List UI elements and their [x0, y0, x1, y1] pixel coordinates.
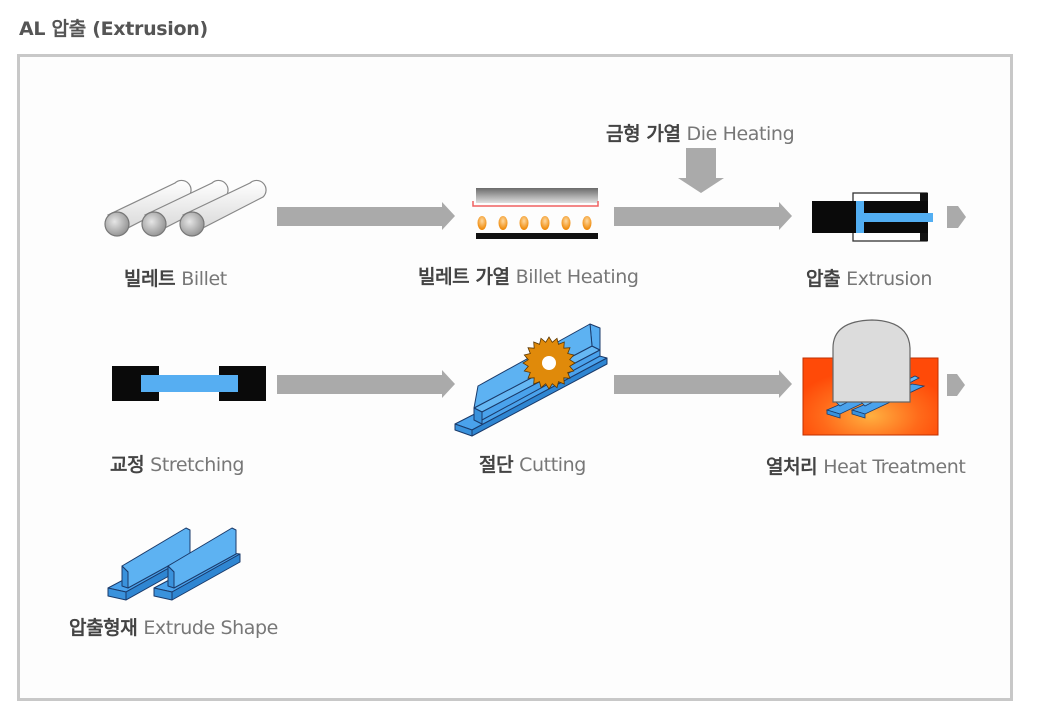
label-english: Billet: [181, 268, 227, 290]
label-english: Stretching: [150, 454, 245, 476]
t-profile-beam: [454, 323, 608, 437]
down-arrow-icon: [678, 148, 724, 193]
label-korean: 빌레트: [124, 268, 176, 290]
label-english: Billet Heating: [515, 266, 639, 288]
page-title: AL 압출 (Extrusion): [19, 18, 208, 40]
label-korean: 압출: [806, 268, 841, 290]
flow-arrow-icon: [277, 370, 455, 398]
label-english: Die Heating: [686, 123, 795, 145]
label-korean: 절단: [479, 454, 514, 476]
stretcher-icon: [112, 366, 266, 401]
label-english: Cutting: [519, 454, 586, 476]
flame-icon: [477, 216, 592, 230]
flow-arrow-icon: [614, 202, 792, 230]
saw-blade-icon: [522, 336, 576, 390]
label-korean: 금형 가열: [606, 123, 681, 145]
billet-heater-icon: [472, 188, 599, 239]
t-profile-icon: [107, 527, 241, 601]
label-english: Heat Treatment: [823, 456, 966, 478]
label-korean: 빌레트 가열: [418, 266, 510, 288]
output-arrow-icon: [947, 206, 966, 228]
flow-arrow-icon: [277, 202, 455, 230]
flow-arrow-icon: [614, 370, 792, 398]
furnace-icon: [802, 319, 965, 436]
extrusion-press-icon: [812, 192, 966, 242]
billet-cylinder: [179, 179, 267, 237]
label-korean: 교정: [110, 454, 145, 476]
label-english: Extrude Shape: [143, 617, 278, 639]
output-arrow-icon: [947, 374, 965, 396]
label-korean: 압출형재: [69, 617, 138, 639]
label-english: Extrusion: [846, 268, 932, 290]
saw-cutting-icon: [454, 323, 608, 437]
billet-cylinders-icon: [104, 179, 267, 237]
label-korean: 열처리: [766, 456, 818, 478]
